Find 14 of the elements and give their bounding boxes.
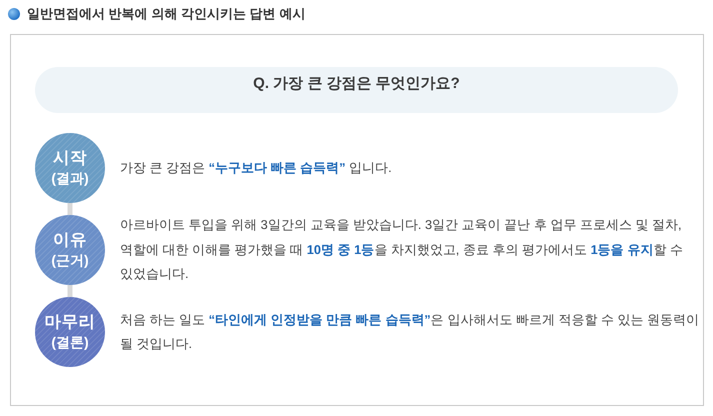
question-text: Q. 가장 큰 강점은 무엇인가요? xyxy=(252,74,461,94)
content-frame xyxy=(10,34,704,406)
step-subtitle: (결론) xyxy=(51,333,89,352)
connector-line xyxy=(68,203,72,215)
connector-line xyxy=(68,285,72,297)
answer-text: 처음 하는 일도 “타인에게 인정받을 만큼 빠른 습득력”은 입사해서도 빠르게 적응할 수 있는 원동력이 될 것입니다. xyxy=(120,310,700,353)
answer-text: 아르바이트 투입을 위해 3일간의 교육을 받았습니다. 3일간 교육이 끝난 후 업무 프로세스 및 절차, 역할에 대한 이해를 평가했을 때 10명 중 1등을 차지했었고, 종료 후의 평가에서도 1등을 유지할 수 있었습니다. xyxy=(120,216,684,284)
step-title: 마무리 xyxy=(44,312,96,333)
step-title: 이유 xyxy=(53,230,87,251)
section-title: 일반면접에서 반복에 의해 각인시키는 답변 예시 xyxy=(27,5,306,23)
step-subtitle: (근거) xyxy=(51,251,89,270)
step-title: 시작 xyxy=(53,148,87,169)
answer-text: 가장 큰 강점은 “누구보다 빠른 습득력” 입니다. xyxy=(120,158,392,177)
step-subtitle: (결과) xyxy=(51,169,89,188)
